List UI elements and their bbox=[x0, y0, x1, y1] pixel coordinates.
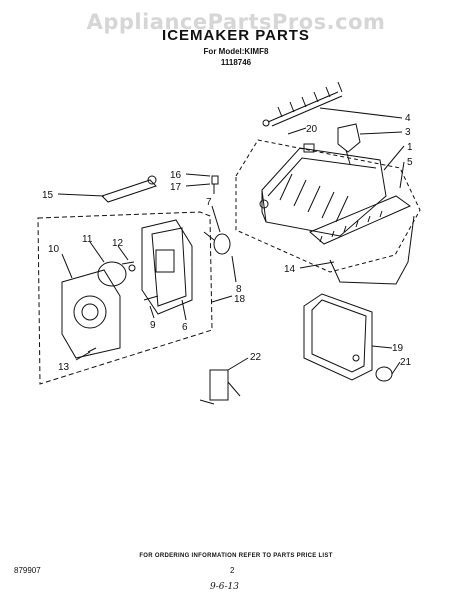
callout-3: 3 bbox=[405, 127, 411, 138]
housing-part bbox=[141, 219, 193, 315]
bracket-part bbox=[101, 175, 157, 203]
water-valve-part bbox=[199, 369, 241, 405]
motor-base-part bbox=[61, 269, 121, 359]
callout-8: 8 bbox=[236, 284, 242, 295]
callout-22: 22 bbox=[250, 352, 262, 363]
callout-18: 18 bbox=[234, 294, 246, 305]
model-line: For Model:KIMF8 bbox=[203, 47, 269, 56]
callout-6: 6 bbox=[182, 322, 188, 333]
callout-13: 13 bbox=[58, 362, 70, 373]
callout-10: 10 bbox=[48, 244, 60, 255]
callout-16: 16 bbox=[170, 170, 182, 181]
mold-boundary bbox=[235, 139, 421, 273]
ejector-rake-part bbox=[262, 81, 343, 127]
callout-11: 11 bbox=[82, 234, 93, 245]
handwritten-date: 9-6-13 bbox=[210, 582, 239, 592]
knob-part bbox=[375, 366, 393, 382]
shutoff-arm-part bbox=[337, 123, 361, 153]
callout-7: 7 bbox=[206, 197, 212, 208]
cover-part bbox=[303, 293, 373, 381]
callout-1: 1 bbox=[407, 142, 413, 153]
part-number: 1118746 bbox=[220, 58, 252, 67]
assembly-boundary bbox=[37, 211, 213, 385]
screw-part bbox=[143, 295, 159, 301]
callout-5: 5 bbox=[407, 157, 413, 168]
callout-15: 15 bbox=[42, 190, 54, 201]
callout-9: 9 bbox=[150, 320, 156, 331]
page-title: ICEMAKER PARTS bbox=[162, 27, 310, 44]
ordering-note: FOR ORDERING INFORMATION REFER TO PARTS … bbox=[139, 553, 333, 559]
thermostat-part bbox=[203, 231, 231, 255]
callout-12: 12 bbox=[112, 238, 124, 249]
fastener-part bbox=[211, 175, 219, 194]
callout-17: 17 bbox=[170, 182, 182, 193]
wire-arm-part bbox=[329, 215, 415, 285]
watermark: AppliancePartsPros.com bbox=[86, 10, 386, 34]
screw-part-13 bbox=[87, 347, 97, 353]
callout-20: 20 bbox=[306, 124, 318, 135]
callout-14: 14 bbox=[284, 264, 296, 275]
page-number: 2 bbox=[230, 566, 235, 575]
callout-21: 21 bbox=[400, 357, 412, 368]
document-number: 879907 bbox=[14, 566, 41, 575]
callout-4: 4 bbox=[405, 113, 411, 124]
motor-part bbox=[97, 261, 136, 287]
heater-part bbox=[309, 195, 412, 245]
callout-19: 19 bbox=[392, 343, 404, 354]
mold-part bbox=[259, 143, 387, 237]
